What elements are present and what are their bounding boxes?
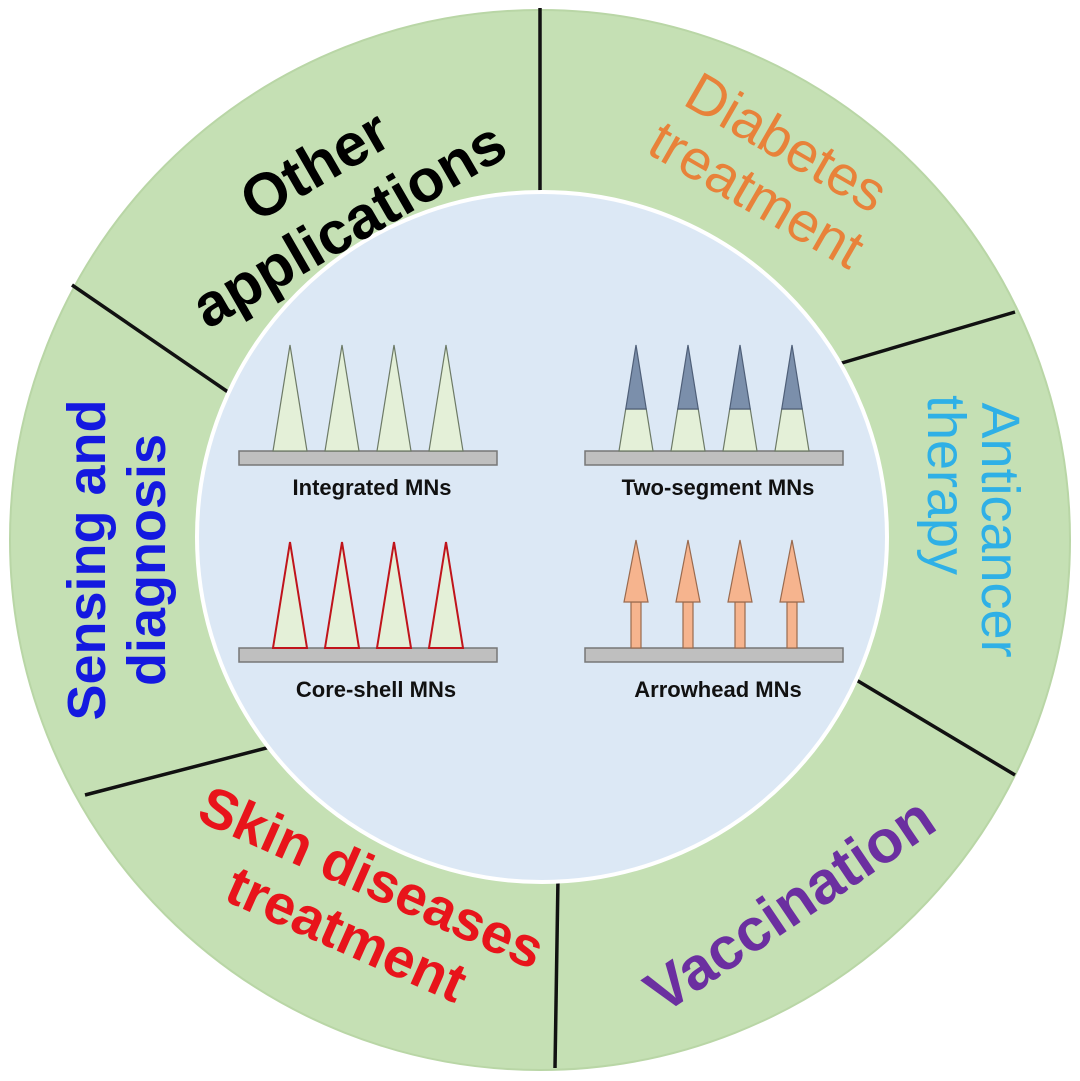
- arrowhead-needle-head-4: [779, 539, 805, 603]
- integrated-mns-label: Integrated MNs: [293, 475, 452, 500]
- core-shell-needle-2: [323, 541, 361, 649]
- core-shell-needle-1: [271, 541, 309, 649]
- core-shell-needle-4: [427, 541, 465, 649]
- arrowhead-needle-shaft-2: [682, 601, 694, 649]
- segment-label-anticancer: Anticancer therapy: [916, 395, 1030, 658]
- divider-bottom: [553, 877, 560, 1069]
- two-segment-needle-tip-4: [781, 344, 803, 410]
- arrowhead-needle-head-3: [727, 539, 753, 603]
- arrowhead-needle-head-1: [623, 539, 649, 603]
- segment-label-sensing: Sensing and diagnosis: [57, 399, 177, 720]
- core-shell-mns-panel: Core-shell MNs: [238, 541, 498, 702]
- divider-right-lower: [847, 673, 1016, 777]
- divider-left-lower: [84, 743, 279, 797]
- arrowhead-mns-panel: Arrowhead MNs: [584, 539, 844, 702]
- integrated-needle-1: [272, 344, 308, 452]
- two-segment-mns-panel: Two-segment MNs: [584, 344, 844, 500]
- two-segment-needle-tip-3: [729, 344, 751, 410]
- anticancer-therapy-line1: Anticancer: [970, 402, 1030, 657]
- integrated-needles: [272, 344, 464, 452]
- inner-circle: [195, 190, 889, 884]
- two-segment-needle-tip-2: [677, 344, 699, 410]
- arrowhead-needle-shaft-4: [786, 601, 798, 649]
- two-segment-needles: [618, 344, 810, 452]
- integrated-needle-2: [324, 344, 360, 452]
- integrated-mns-panel: Integrated MNs: [238, 344, 498, 500]
- integrated-base-plate: [238, 450, 498, 466]
- sensing-diagnosis-line2: diagnosis: [117, 434, 177, 686]
- anticancer-therapy-line2: therapy: [916, 395, 976, 575]
- two-segment-mns-label: Two-segment MNs: [622, 475, 815, 500]
- arrowhead-needle-head-2: [675, 539, 701, 603]
- sensing-diagnosis-line1: Sensing and: [57, 399, 117, 720]
- integrated-needle-4: [428, 344, 464, 452]
- core-shell-base-plate: [238, 647, 498, 663]
- arrowhead-mns-label: Arrowhead MNs: [634, 677, 801, 702]
- segment-dividers: [71, 8, 1016, 1069]
- core-shell-needle-3: [375, 541, 413, 649]
- core-shell-needles: [271, 541, 465, 649]
- integrated-needle-3: [376, 344, 412, 452]
- arrowhead-needles: [623, 539, 805, 649]
- core-shell-mns-label: Core-shell MNs: [296, 677, 456, 702]
- arrowhead-needle-shaft-1: [630, 601, 642, 649]
- two-segment-needle-tip-1: [625, 344, 647, 410]
- arrowhead-needle-shaft-3: [734, 601, 746, 649]
- divider-right-upper: [834, 310, 1016, 367]
- divider-left-upper: [71, 283, 229, 394]
- two-segment-base-plate: [584, 450, 844, 466]
- arrowhead-base-plate: [584, 647, 844, 663]
